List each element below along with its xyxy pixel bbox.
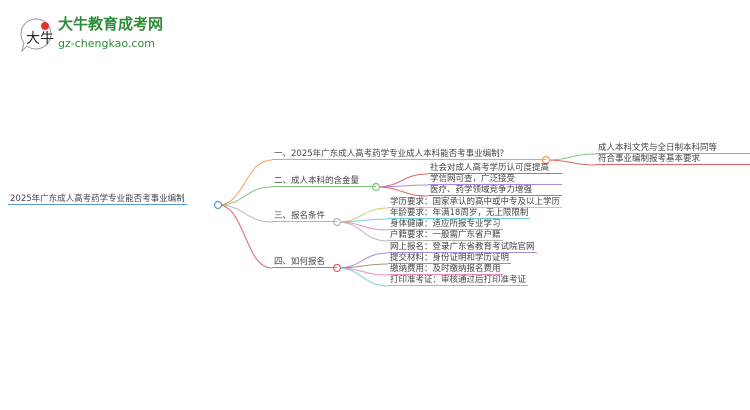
leaf-node[interactable]: 学历要求：国家承认的高中或中专及以上学历 xyxy=(388,197,563,208)
connector xyxy=(545,153,597,161)
connector xyxy=(375,184,429,188)
leaf-node[interactable]: 打印准考证：审核通过后打印准考证 xyxy=(388,275,529,286)
connector xyxy=(545,159,597,166)
leaf-node[interactable]: 户籍要求：一般需广东省户籍 xyxy=(388,230,503,241)
svg-text:大牛: 大牛 xyxy=(26,31,54,47)
connector xyxy=(336,263,389,269)
leaf-node[interactable]: 符合事业编制报考基本要求 xyxy=(596,155,750,165)
connector xyxy=(217,186,273,206)
leaf-node[interactable]: 医疗、药学领域竞争力增强 xyxy=(428,186,562,196)
leaf-node[interactable]: 年龄要求：年满18周岁，无上限限制 xyxy=(388,208,531,219)
brand-url: gz-chengkao.com xyxy=(58,37,155,50)
leaf-node[interactable]: 成人本科文凭与全日制本科同等 xyxy=(596,144,750,154)
connector xyxy=(375,186,429,197)
branch-node-1[interactable]: 一、2025年广东成人高考药学专业成人本科能否考事业编制？ xyxy=(272,150,546,160)
collapse-toggle[interactable] xyxy=(332,217,342,227)
collapse-toggle[interactable] xyxy=(332,263,342,273)
leaf-node[interactable]: 网上报名：登录广东省教育考试院官网 xyxy=(388,242,537,253)
collapse-toggle[interactable] xyxy=(371,182,381,192)
connector xyxy=(336,221,389,242)
branch-node-2[interactable]: 二、成人本科的含金量 xyxy=(272,177,376,187)
brand-name: 大牛教育成考网 xyxy=(58,15,164,33)
connector xyxy=(336,207,389,223)
leaf-node[interactable]: 学信网可查，广泛接受 xyxy=(428,175,562,185)
collapse-toggle[interactable] xyxy=(541,155,551,165)
leaf-node[interactable]: 社会对成人高考学历认可度提高 xyxy=(428,164,562,174)
leaf-node[interactable]: 提交材料：身份证明和学历证明 xyxy=(388,253,512,264)
connector xyxy=(336,218,389,223)
collapse-toggle[interactable] xyxy=(213,200,223,210)
branch-node-4[interactable]: 四、如何报名 xyxy=(272,258,337,268)
leaf-node[interactable]: 身体健康：适应所报专业学习 xyxy=(388,219,503,230)
connector xyxy=(217,204,273,223)
root-node[interactable]: 2025年广东成人高考药学专业能否考事业编制 xyxy=(8,194,187,205)
branch-node-3[interactable]: 三、报名条件 xyxy=(272,212,337,222)
connector xyxy=(217,204,273,269)
connector xyxy=(217,159,273,206)
logo: 大牛 大牛教育成考网 gz-chengkao.com xyxy=(18,16,163,54)
leaf-node[interactable]: 缴纳费用：及时缴纳报名费用 xyxy=(388,264,503,275)
logo-mark-icon: 大牛 xyxy=(20,18,54,53)
connector xyxy=(336,267,389,287)
connector xyxy=(336,221,389,231)
